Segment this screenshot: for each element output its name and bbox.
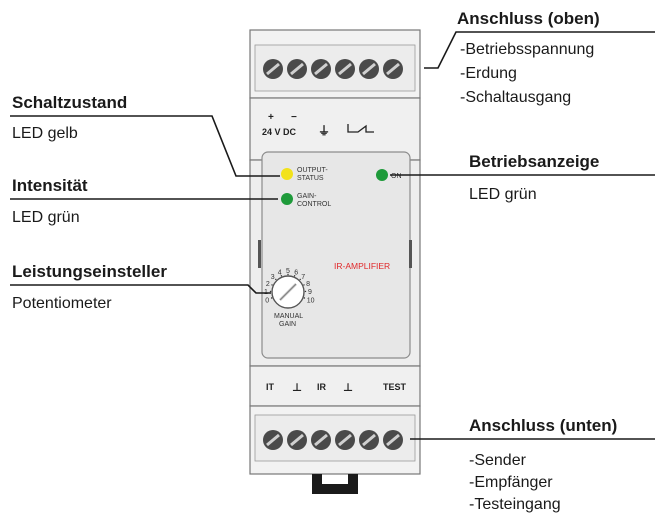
bottom-connection-item-2: -Empfänger (469, 474, 553, 491)
on-led (376, 169, 388, 181)
dial-number-0: 0 (265, 298, 269, 305)
intensity-title: Intensität (12, 176, 88, 195)
dial-number-2: 2 (266, 281, 270, 288)
on-label: ON (391, 173, 402, 180)
power-adjuster-title: Leistungseinsteller (12, 262, 167, 281)
dial-tick-6 (293, 275, 296, 277)
callout-power-adjuster: Leistungseinsteller Potentiometer (12, 262, 167, 312)
intensity-body: LED grün (12, 209, 80, 226)
top-connection-item-2: -Erdung (460, 65, 517, 82)
terminal-gnd-2: ⊥ (343, 382, 353, 394)
output-status-led (281, 168, 293, 180)
output-status-label-1: OUTPUT- (297, 167, 328, 174)
dial-tick-1 (269, 290, 272, 293)
terminal-it: IT (266, 382, 275, 392)
relay-contact-symbol (347, 124, 374, 133)
dial-tick-7 (299, 278, 301, 281)
top-screws (263, 59, 403, 79)
dial-tick-9 (304, 290, 307, 293)
ground-symbol: ⏚ (318, 124, 330, 138)
gain-control-led (281, 193, 293, 205)
output-status-label-2: STATUS (297, 175, 324, 182)
callout-intensity: Intensität LED grün (12, 176, 88, 226)
bottom-screws (263, 430, 403, 450)
gain-control-label-1: GAIN- (297, 193, 317, 200)
dial-number-5: 5 (286, 268, 290, 275)
top-connection-item-1: -Betriebsspannung (460, 41, 594, 58)
dial-tick-5 (287, 273, 289, 276)
model-label: IR-AMPLIFIER (334, 261, 390, 271)
din-rail-clip (312, 474, 358, 494)
device-housing (249, 29, 421, 494)
leader-lines (10, 31, 655, 440)
dial-tick-8 (303, 284, 305, 286)
bottom-terminal-labels: IT ⊥ IR ⊥ TEST (266, 382, 407, 394)
gain-control-label-2: CONTROL (297, 201, 331, 208)
dial-tick-10 (303, 297, 306, 299)
dial-number-8: 8 (306, 281, 310, 288)
callout-top-connection: Anschluss (oben) -Betriebsspannung -Erdu… (457, 9, 600, 106)
supply-voltage-label: 24 V DC (262, 127, 297, 137)
switch-state-body: LED gelb (12, 125, 78, 142)
gain-label: GAIN (279, 321, 296, 328)
callout-bottom-connection: Anschluss (unten) -Sender -Empfänger -Te… (469, 416, 617, 513)
dial-tick-0 (270, 297, 273, 299)
bottom-connection-item-1: -Sender (469, 452, 527, 469)
dial-number-7: 7 (301, 274, 305, 281)
manual-label: MANUAL (274, 313, 303, 320)
dial-number-9: 9 (308, 289, 312, 296)
dial-tick-4 (280, 275, 283, 277)
bottom-connection-title: Anschluss (unten) (469, 416, 617, 435)
terminal-gnd-1: ⊥ (292, 382, 302, 394)
switch-state-title: Schaltzustand (12, 93, 127, 112)
dial-tick-2 (271, 284, 273, 286)
dial-number-6: 6 (294, 270, 298, 277)
terminal-ir: IR (317, 382, 327, 392)
bottom-connection-item-3: -Testeingang (469, 496, 561, 513)
operation-indicator-title: Betriebsanzeige (469, 152, 599, 171)
dial-number-10: 10 (307, 298, 315, 305)
dial-number-3: 3 (271, 274, 275, 281)
terminal-test: TEST (383, 382, 407, 392)
power-adjuster-body: Potentiometer (12, 295, 112, 312)
leader-switch-state (10, 115, 280, 177)
supply-marking: + − 24 V DC ⏚ (262, 112, 374, 138)
top-connection-item-3: -Schaltausgang (460, 89, 571, 106)
dial-number-4: 4 (278, 270, 282, 277)
dial-tick-3 (275, 278, 277, 281)
operation-indicator-body: LED grün (469, 186, 537, 203)
leader-top-connection (424, 31, 655, 69)
minus-sign: − (291, 112, 297, 123)
callout-operation-indicator: Betriebsanzeige LED grün (469, 152, 599, 203)
plus-sign: + (268, 112, 274, 123)
top-connection-title: Anschluss (oben) (457, 9, 600, 28)
callout-switch-state: Schaltzustand LED gelb (12, 93, 127, 142)
potentiometer[interactable] (271, 275, 305, 309)
leader-power-adjuster (10, 284, 271, 294)
